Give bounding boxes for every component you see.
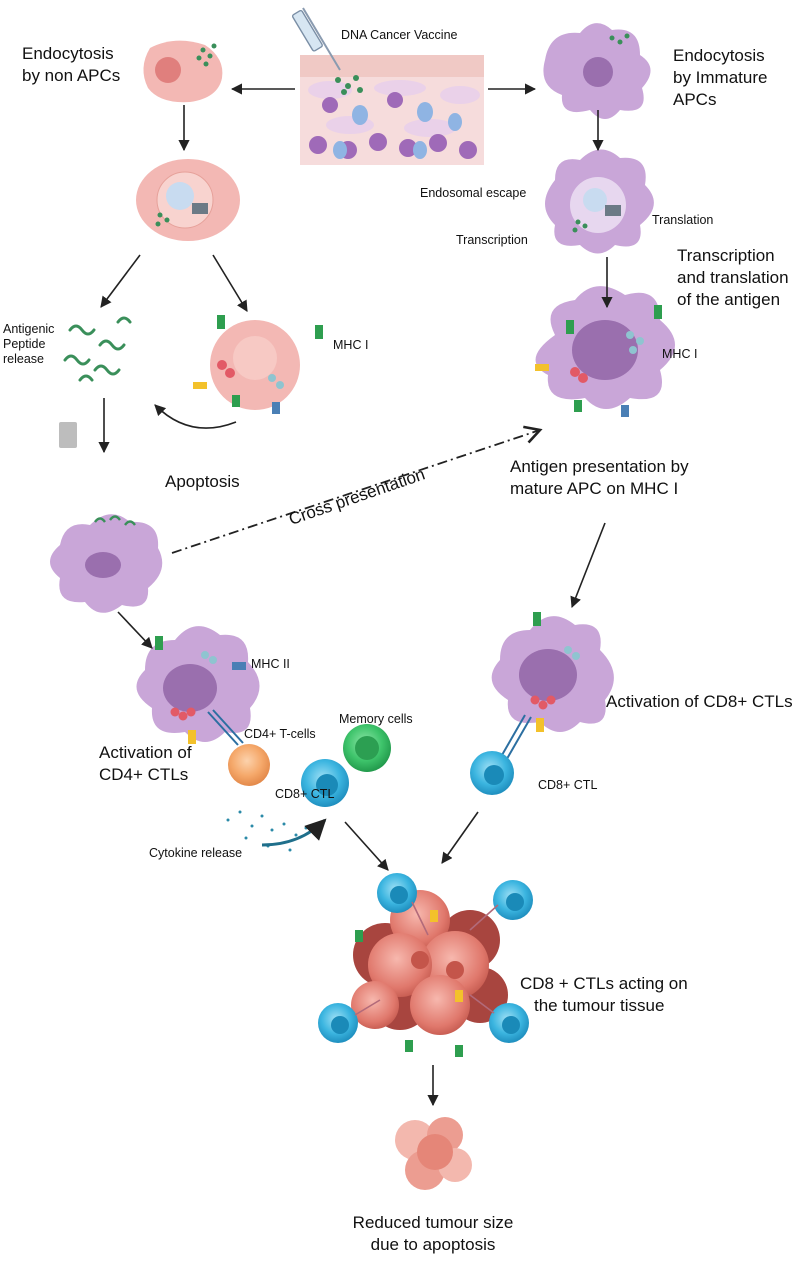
memory-cells-label: Memory cells (339, 712, 413, 726)
apoptosis-label: Apoptosis (165, 472, 240, 491)
cytokine-arrow (261, 818, 327, 847)
cd8-ctl-right-label: CD8+ CTL (538, 778, 598, 792)
non-apc-mhc1-cell (193, 315, 323, 414)
ctl-cells-around-tumour (318, 873, 533, 1057)
dna-vaccine-label: DNA Cancer Vaccine (341, 28, 458, 42)
cytokine-release-label: Cytokine release (149, 846, 243, 860)
activation-cd8-label: Activation of CD8+ CTLs (606, 692, 793, 711)
cd8-ctl-left-label: CD8+ CTL (275, 787, 335, 801)
non-apc-cell (143, 40, 223, 103)
flow-arrows (98, 83, 613, 1107)
antigenic-peptide-label: Antigenic Peptide release (3, 322, 55, 366)
cd8-ctl-left (301, 759, 349, 807)
apc-uptake-peptides (50, 514, 163, 613)
antigenic-peptides (63, 316, 132, 382)
antigen-presentation-label: Antigen presentation by mature APC on MH… (510, 457, 689, 498)
mhc2-label: MHC II (251, 657, 290, 671)
endocytosis-immature-label: Endocytosis by Immature APCs (673, 46, 768, 109)
memory-cell (343, 724, 391, 772)
transcription-label: Transcription (456, 233, 528, 247)
skin-tissue-illustration (300, 55, 484, 165)
translation-label: Translation (652, 213, 714, 227)
mhc1-right-label: MHC I (662, 347, 698, 361)
endocytosis-non-apc-label: Endocytosis by non APCs (22, 44, 121, 85)
reduced-tumour (395, 1117, 472, 1190)
gray-tab-marker (59, 422, 77, 448)
cross-presentation-arrow (171, 425, 543, 554)
cytokine-particles (226, 810, 308, 852)
cd8-ctl-right (470, 751, 514, 795)
tumour-tissue (351, 890, 508, 1035)
apc-activating-cd8 (491, 612, 614, 765)
immature-apc-cell (543, 23, 651, 120)
transfected-non-apc-cell (136, 159, 240, 241)
activation-cd4-label: Activation of CD4+ CTLs (99, 743, 192, 784)
apc-endosomal-escape-cell (545, 149, 654, 254)
endosomal-escape-label: Endosomal escape (420, 186, 527, 200)
transcription-translation-label: Transcription and translation of the ant… (677, 246, 789, 309)
mhc1-left-label: MHC I (333, 338, 369, 352)
reduced-tumour-label: Reduced tumour size due to apoptosis (352, 1213, 514, 1254)
mature-apc-mhc1 (535, 286, 675, 417)
cd4-tcells-label: CD4+ T-cells (244, 727, 316, 741)
cd4-tcell (228, 744, 270, 786)
syringe-icon (291, 7, 341, 71)
apc-mhc2-cell (136, 626, 260, 746)
ctl-acting-label: CD8 + CTLs acting on the tumour tissue (520, 974, 688, 1015)
